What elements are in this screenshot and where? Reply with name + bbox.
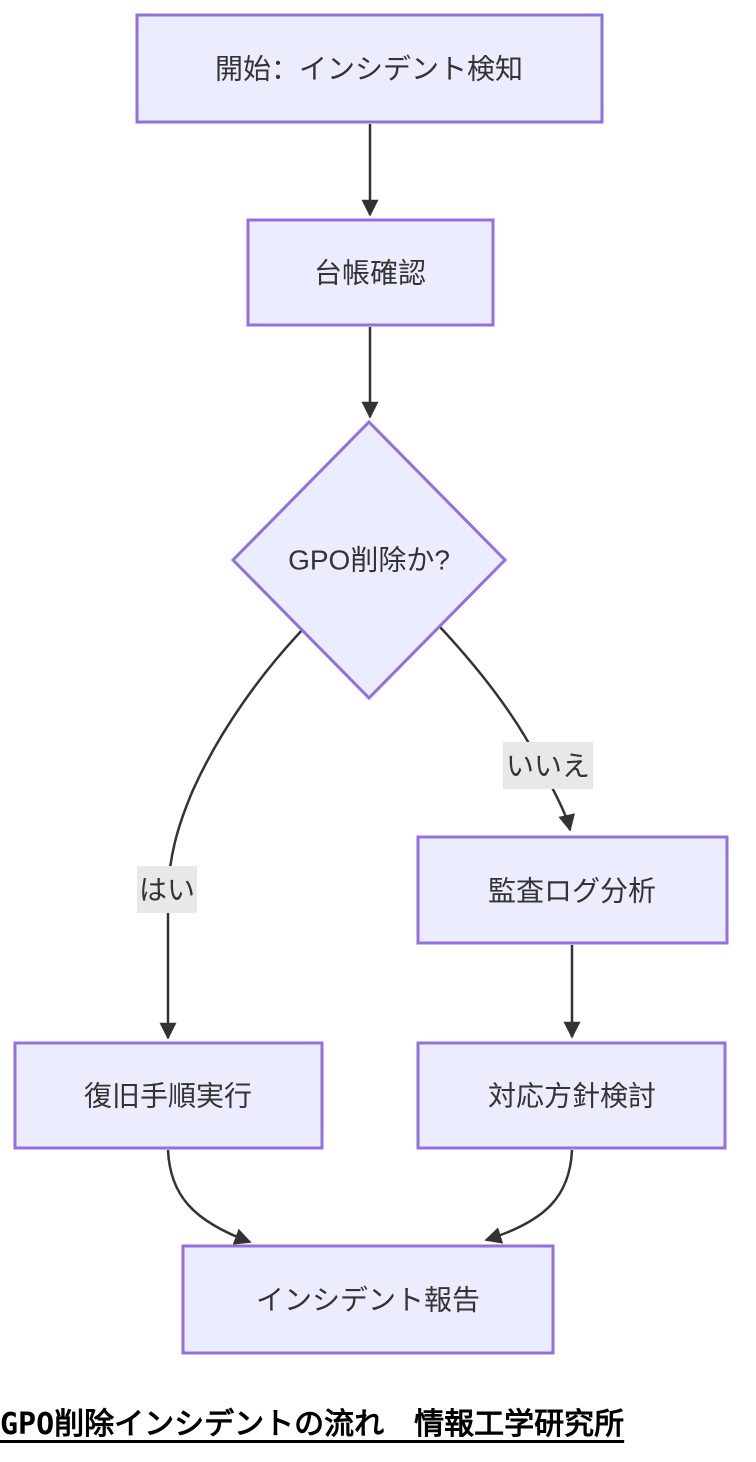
edge-recovery-to-report (166, 1149, 252, 1245)
node-report-box (181, 1244, 555, 1355)
node-recovery: 復旧手順実行 (13, 1041, 324, 1150)
node-ledger-label: 台帳確認 (314, 258, 426, 289)
node-audit-box (416, 835, 729, 945)
node-start: 開始：インシデント検知 (135, 13, 604, 124)
node-ledger: 台帳確認 (246, 218, 495, 327)
node-decision: GPO削除か? (230, 419, 508, 701)
node-start-box (135, 13, 604, 124)
edge-label-yes-bg (137, 866, 197, 913)
node-recovery-box (13, 1041, 324, 1150)
node-policy-box (416, 1041, 727, 1150)
node-recovery-label: 復旧手順実行 (84, 1081, 252, 1112)
node-policy-label: 対応方針検討 (488, 1081, 656, 1112)
edge-decision-yes-to-recovery (159, 626, 306, 1040)
node-report: インシデント報告 (181, 1244, 555, 1355)
node-policy: 対応方針検討 (416, 1041, 727, 1150)
edge-decision-no-to-audit (439, 626, 575, 832)
node-report-label: インシデント報告 (256, 1285, 480, 1316)
edge-label-no: いいえ (503, 742, 593, 789)
node-ledger-box (246, 218, 495, 327)
edge-label-yes: はい (137, 866, 197, 913)
node-audit-label: 監査ログ分析 (488, 876, 656, 907)
node-start-label: 開始：インシデント検知 (215, 54, 523, 85)
node-decision-label: GPO削除か? (288, 545, 450, 576)
edge-policy-to-report (484, 1149, 574, 1244)
diagram-caption: GPO削除インシデントの流れ 情報工学研究所 (0, 1407, 625, 1442)
node-audit: 監査ログ分析 (416, 835, 729, 945)
edge-label-yes-text: はい (139, 875, 195, 906)
edge-label-no-text: いいえ (506, 751, 590, 782)
edge-label-no-bg (503, 742, 593, 789)
node-decision-diamond (230, 419, 508, 701)
